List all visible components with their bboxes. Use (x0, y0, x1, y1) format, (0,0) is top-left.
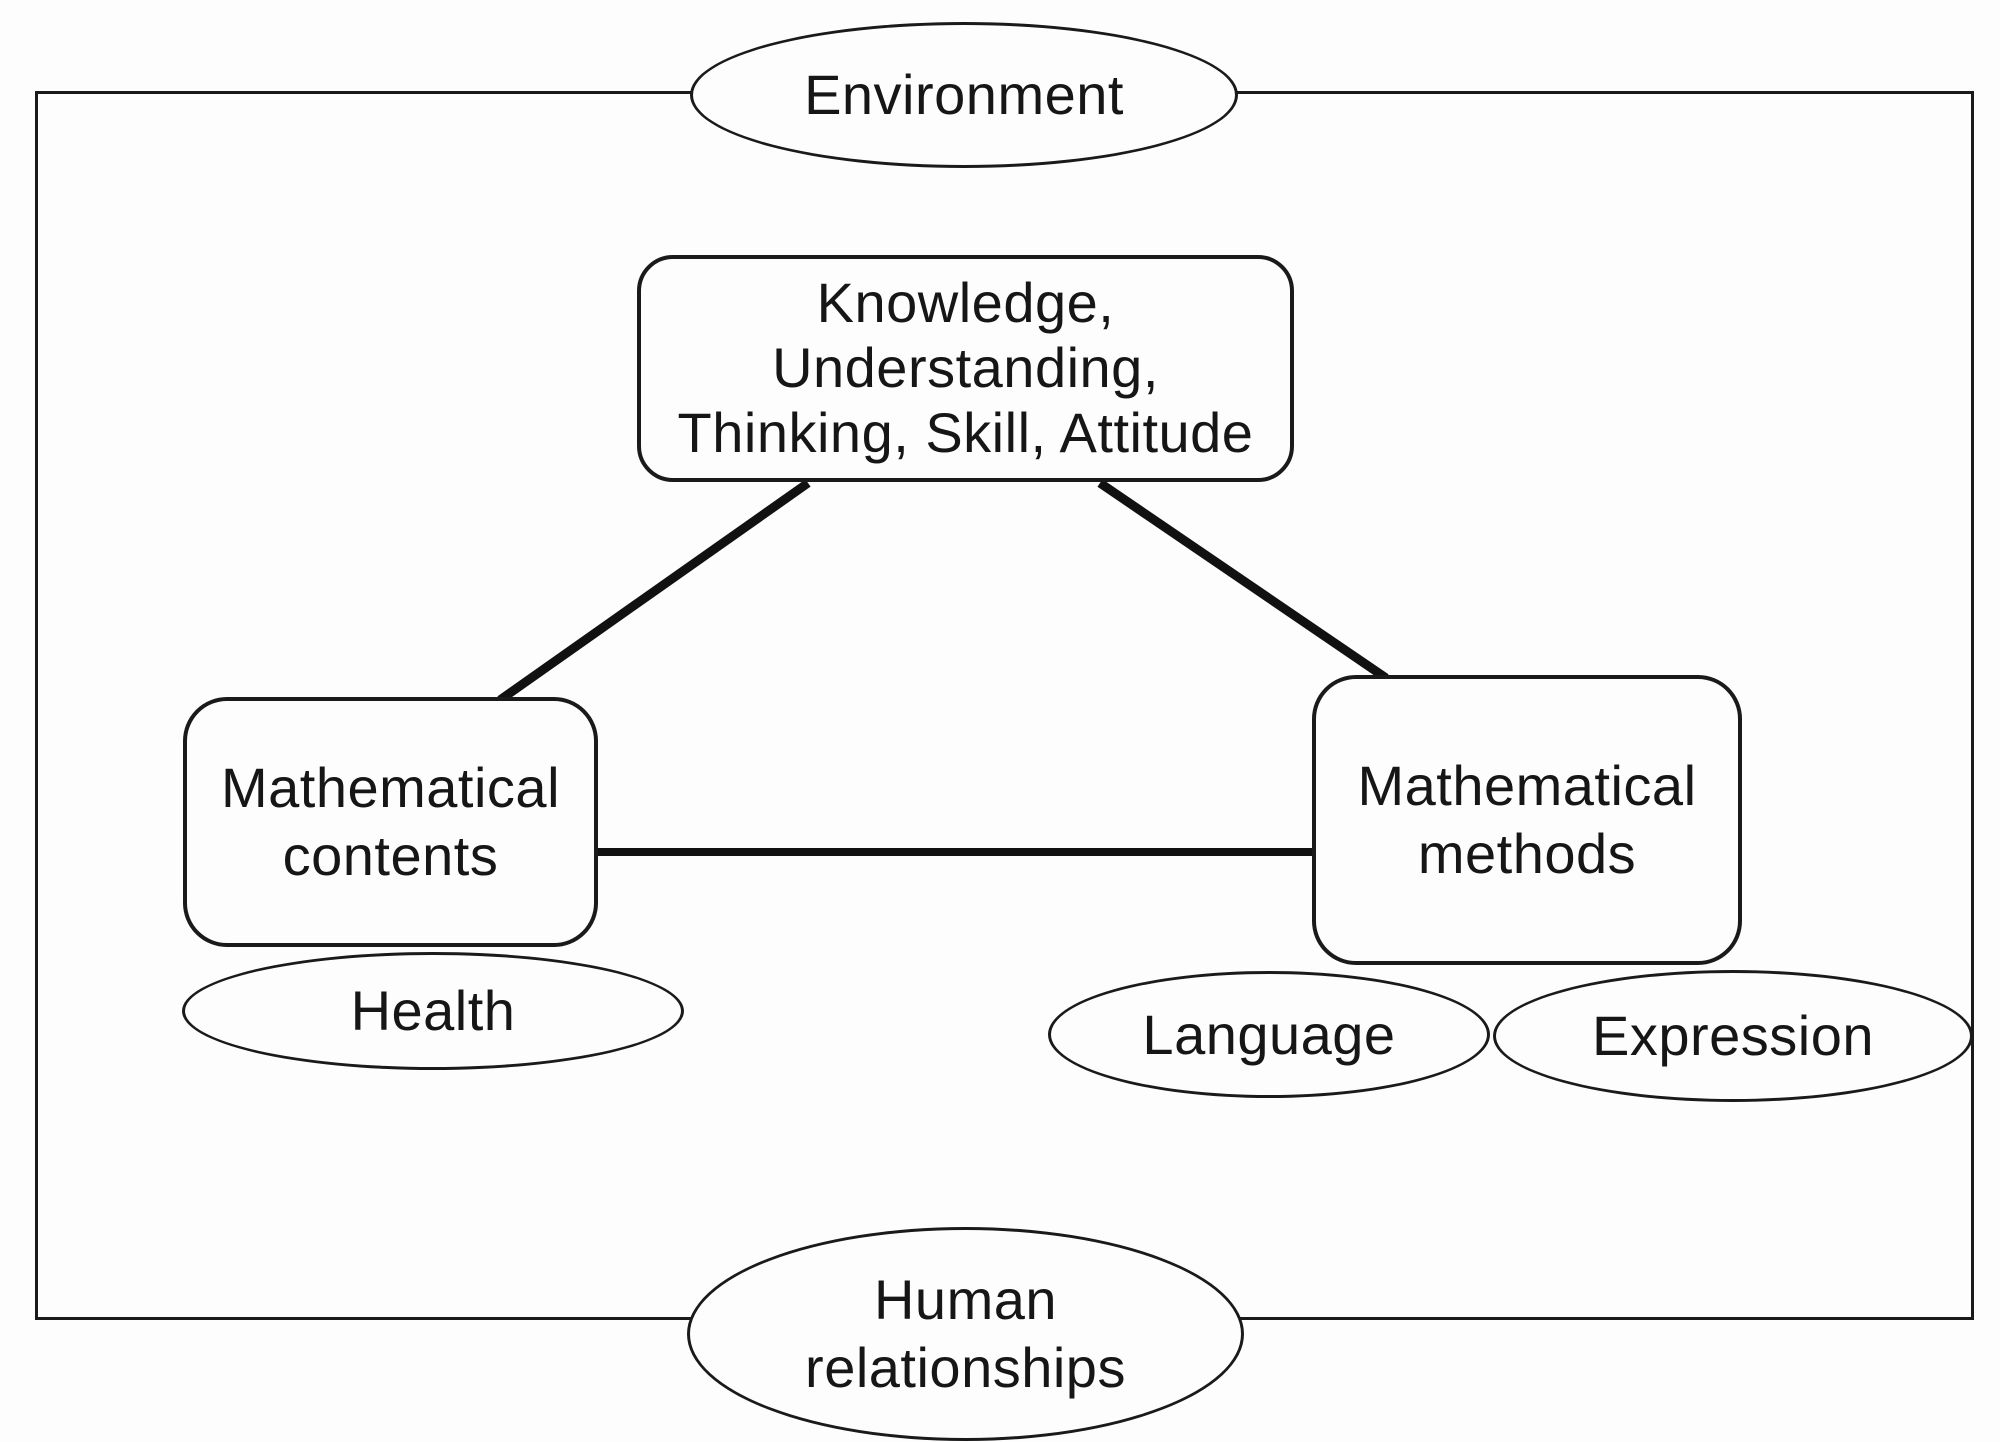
node-expression: Expression (1493, 970, 1973, 1102)
node-health: Health (182, 952, 684, 1070)
node-environment: Environment (690, 22, 1238, 168)
node-mathematical-contents: Mathematical contents (183, 697, 598, 947)
node-mathematical-methods: Mathematical methods (1312, 675, 1742, 965)
node-knowledge-understanding-thinking-skill-attitude: Knowledge, Understanding, Thinking, Skil… (637, 255, 1294, 482)
edge-knowledge-methods (1097, 479, 1389, 682)
node-human-relationships: Human relationships (687, 1227, 1244, 1441)
edge-knowledge-contents (497, 479, 811, 704)
node-language: Language (1048, 971, 1490, 1098)
